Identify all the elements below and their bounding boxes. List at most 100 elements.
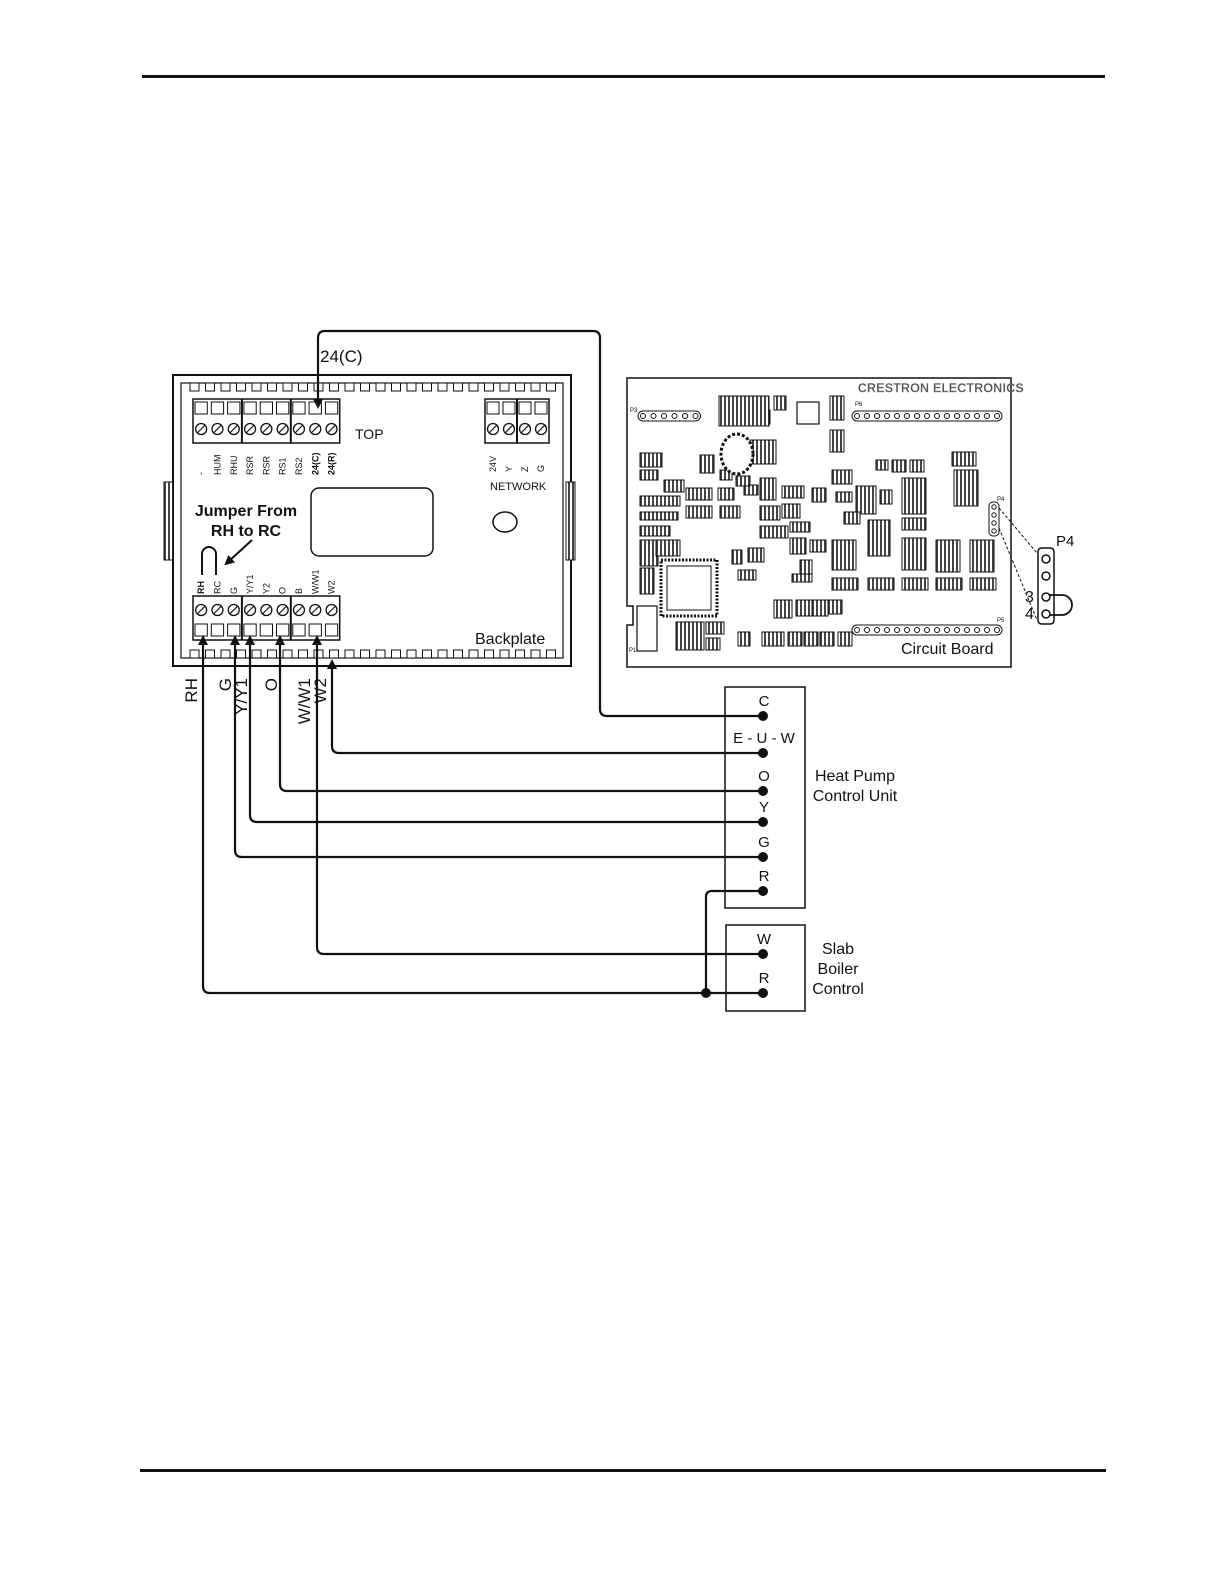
comb-tooth <box>221 650 230 658</box>
header-pin <box>672 414 677 419</box>
boiler-terminal-dot <box>758 988 768 998</box>
p4-pin-2 <box>1042 572 1050 580</box>
smd-component <box>700 455 714 473</box>
p4-pin-1 <box>1042 555 1050 563</box>
top-terminal-label: - <box>196 472 206 475</box>
wire-labels-bottom: RHGY/Y1OW/W1W2 <box>182 678 330 724</box>
header-pin <box>855 414 860 419</box>
comb-tooth <box>283 383 292 391</box>
terminal-slot <box>228 402 240 414</box>
smd-component <box>902 518 926 530</box>
wire-junction-dot <box>701 988 711 998</box>
smd-component <box>952 452 976 466</box>
smd-component <box>792 574 812 582</box>
smd-component <box>656 540 680 556</box>
comb-tooth <box>407 383 416 391</box>
smd-component <box>812 488 826 502</box>
boiler-terminal-label: R <box>759 970 770 987</box>
p4-board-pin <box>992 521 996 525</box>
smd-component <box>774 396 786 410</box>
comb-tooth <box>392 650 401 658</box>
smd-component <box>820 632 834 646</box>
smd-component <box>880 490 892 504</box>
smd-component <box>910 460 924 472</box>
backplate-window <box>311 488 433 556</box>
heat-pump-terminal-label: O <box>758 768 770 785</box>
comb-tooth <box>454 650 463 658</box>
header-pin <box>975 414 980 419</box>
terminal-slot <box>503 402 515 414</box>
smd-component <box>664 480 684 492</box>
smd-component <box>902 478 926 514</box>
terminal-slot <box>244 402 256 414</box>
smd-component <box>640 568 654 594</box>
boiler-terminal-label: W <box>757 931 772 948</box>
smd-component <box>782 486 804 498</box>
comb-tooth <box>423 650 432 658</box>
comb-tooth <box>252 650 261 658</box>
comb-tooth <box>330 383 339 391</box>
comb-tooth <box>221 383 230 391</box>
comb-tooth <box>361 650 370 658</box>
heat-pump-terminal-dot <box>758 886 768 896</box>
smd-component <box>762 632 784 646</box>
comb-tooth <box>500 650 509 658</box>
comb-tooth <box>500 383 509 391</box>
header-pin <box>662 414 667 419</box>
comb-tooth <box>485 650 494 658</box>
comb-tooth <box>407 650 416 658</box>
comb-tooth <box>237 650 246 658</box>
smd-component <box>732 550 742 564</box>
heat-pump-terminal-label: E - U - W <box>733 730 795 747</box>
comb-tooth <box>299 383 308 391</box>
comb-tooth <box>531 650 540 658</box>
smd-component <box>796 600 812 616</box>
header-pin <box>641 414 646 419</box>
terminal-slot <box>487 402 499 414</box>
jumper-label-line2: RH to RC <box>211 523 282 540</box>
bottom-terminal-label: W2 <box>327 581 337 595</box>
smd-component <box>738 632 750 646</box>
comb-tooth <box>454 383 463 391</box>
smd-component <box>640 526 670 536</box>
smd-component <box>830 430 844 452</box>
header-label: P4 <box>997 497 1005 503</box>
p3-header <box>638 411 701 421</box>
comb-tooth <box>438 383 447 391</box>
circuit-board-label: Circuit Board <box>901 641 993 658</box>
smd-component <box>856 486 876 514</box>
smd-component <box>718 488 734 500</box>
transistor <box>797 402 819 424</box>
terminal-slot <box>277 624 289 636</box>
heat-pump-terminal-dot <box>758 748 768 758</box>
header-pin <box>915 414 920 419</box>
heat-pump-terminals: CE - U - WOYGR <box>733 693 795 896</box>
smd-component <box>868 520 890 556</box>
header-pin <box>875 414 880 419</box>
p4-board-pin <box>992 529 996 533</box>
header-pin <box>895 414 900 419</box>
p4-callout-label: P4 <box>1056 533 1074 550</box>
terminal-slot <box>277 402 289 414</box>
heat-pump-terminal-dot <box>758 711 768 721</box>
smd-component <box>790 538 806 554</box>
smd-component <box>782 504 800 518</box>
p4-board-pin <box>992 505 996 509</box>
smd-component <box>748 548 764 562</box>
header-pin <box>855 628 860 633</box>
smd-component <box>812 600 828 616</box>
smd-component <box>640 540 658 566</box>
comb-tooth <box>268 383 277 391</box>
comb-tooth <box>190 383 199 391</box>
header-pin <box>651 414 656 419</box>
comb-tooth <box>376 650 385 658</box>
boiler-title-line1: Slab <box>822 941 854 958</box>
smd-component <box>760 478 776 500</box>
p4-pin-3 <box>1042 593 1050 601</box>
smd-component <box>868 578 894 590</box>
smd-component <box>760 526 788 538</box>
header-label: P1 <box>629 648 637 654</box>
header-pin <box>935 414 940 419</box>
header-label: P3 <box>630 408 638 414</box>
